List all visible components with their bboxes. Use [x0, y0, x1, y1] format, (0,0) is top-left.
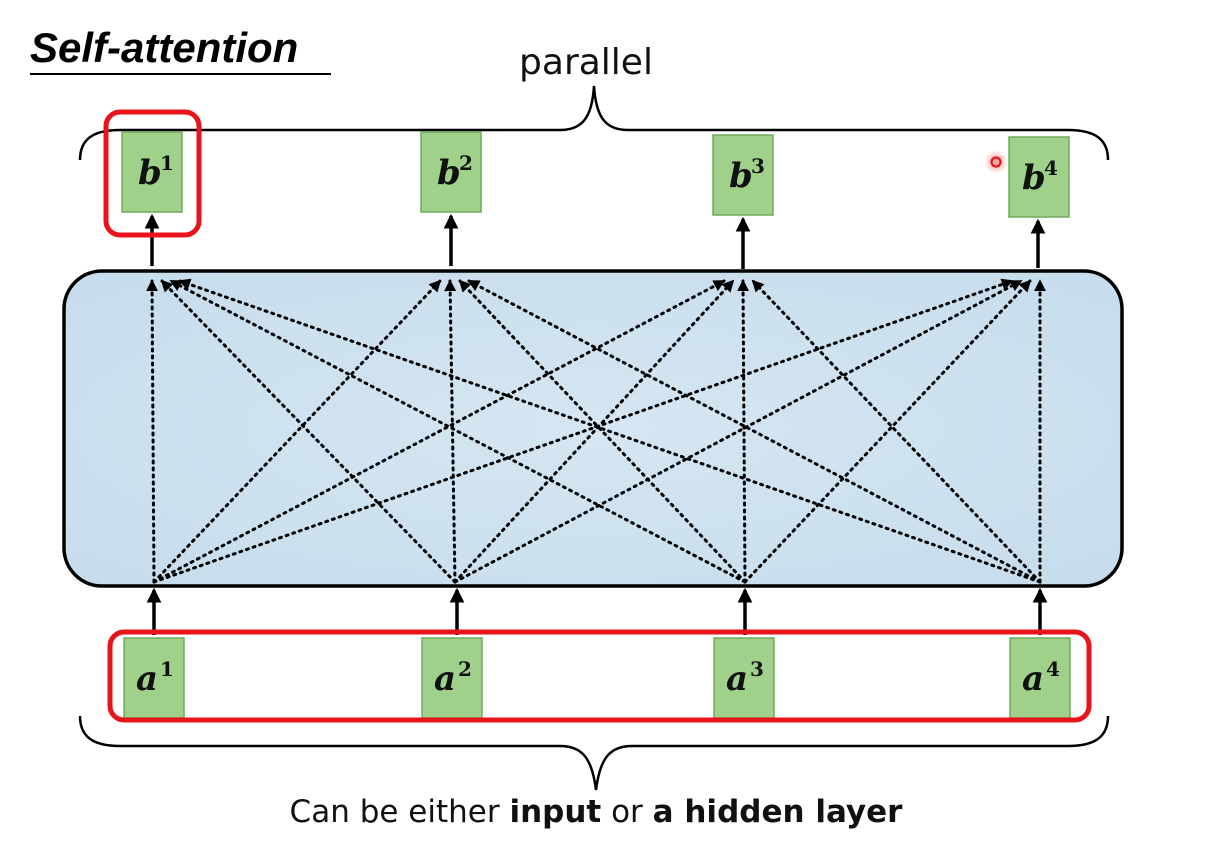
svg-text:b: b [437, 153, 461, 193]
attention-link-a2-b3 [453, 279, 735, 584]
input-superscript: 2 [458, 657, 472, 681]
output-superscript: 3 [751, 154, 765, 178]
output-letter: b [729, 156, 753, 196]
output-arrows [144, 213, 1046, 269]
output-superscript: 2 [459, 151, 473, 175]
attention-link-a4-b3 [751, 279, 1042, 584]
svg-text:a: a [434, 659, 456, 699]
svg-text:b: b [729, 156, 753, 196]
input-vectors: a 1 a 2 a 3 a 4 [123, 637, 1071, 719]
output-vectors: b 1 b 2 b 3 b 4 [121, 131, 1070, 218]
attention-link-a1-b3 [152, 279, 726, 584]
input-vector-a3: a 3 [713, 637, 775, 719]
attention-link-a2-b4 [453, 279, 1023, 584]
caption-part3: or [601, 794, 652, 830]
svg-text:a: a [1022, 659, 1044, 699]
bottom-brace [78, 715, 1110, 791]
attention-link-a4-b2 [467, 279, 1042, 584]
caption-hidden-layer: a hidden layer [653, 794, 903, 830]
output-letter: b [1022, 158, 1046, 198]
output-vector-b2: b 2 [420, 131, 482, 213]
svg-text:b: b [1022, 158, 1046, 198]
output-superscript: 4 [1044, 156, 1058, 180]
attention-link-a3-b2 [458, 279, 747, 584]
attention-link-a3-b1 [169, 279, 747, 584]
attention-link-a1-b4 [152, 278, 1014, 584]
attention-link-a3-b3 [737, 279, 750, 584]
attention-link-a2-b1 [160, 279, 457, 584]
output-vector-b1: b 1 [121, 131, 183, 213]
caption-input: input [509, 794, 601, 830]
input-vector-a4: a 4 [1009, 637, 1071, 719]
caption-part1: Can be either [290, 794, 510, 830]
input-vector-a1: a 1 [123, 637, 185, 719]
input-superscript: 4 [1046, 657, 1060, 681]
input-letter: a [136, 659, 158, 699]
output-superscript: 1 [160, 151, 174, 175]
input-arrows [146, 587, 1048, 635]
output-vector-b3: b 3 [712, 134, 774, 216]
attention-link-a4-b1 [178, 278, 1042, 584]
laser-pointer-dot [984, 150, 1008, 174]
input-letter: a [1022, 659, 1044, 699]
input-letter: a [434, 659, 456, 699]
attention-link-a2-b2 [444, 279, 457, 584]
output-vector-b4: b 4 [1008, 136, 1070, 218]
caption: Can be either input or a hidden layer [290, 794, 904, 830]
attention-link-a1-b2 [152, 279, 442, 584]
top-brace [78, 85, 1110, 161]
attention-link-a3-b4 [743, 279, 1032, 584]
output-letter: b [138, 153, 162, 193]
input-superscript: 3 [750, 657, 764, 681]
parallel-label: parallel [519, 42, 653, 83]
input-vector-a2: a 2 [421, 637, 483, 719]
input-letter: a [726, 659, 748, 699]
attention-link-a1-b1 [146, 279, 159, 584]
svg-text:a: a [726, 659, 748, 699]
svg-text:a: a [136, 659, 158, 699]
svg-text:b: b [138, 153, 162, 193]
output-letter: b [437, 153, 461, 193]
attention-connections [146, 278, 1046, 584]
input-superscript: 1 [160, 657, 174, 681]
inputs-highlight [107, 629, 1092, 723]
slide-title: Self-attention [30, 24, 298, 71]
output-b1-highlight [103, 109, 202, 238]
